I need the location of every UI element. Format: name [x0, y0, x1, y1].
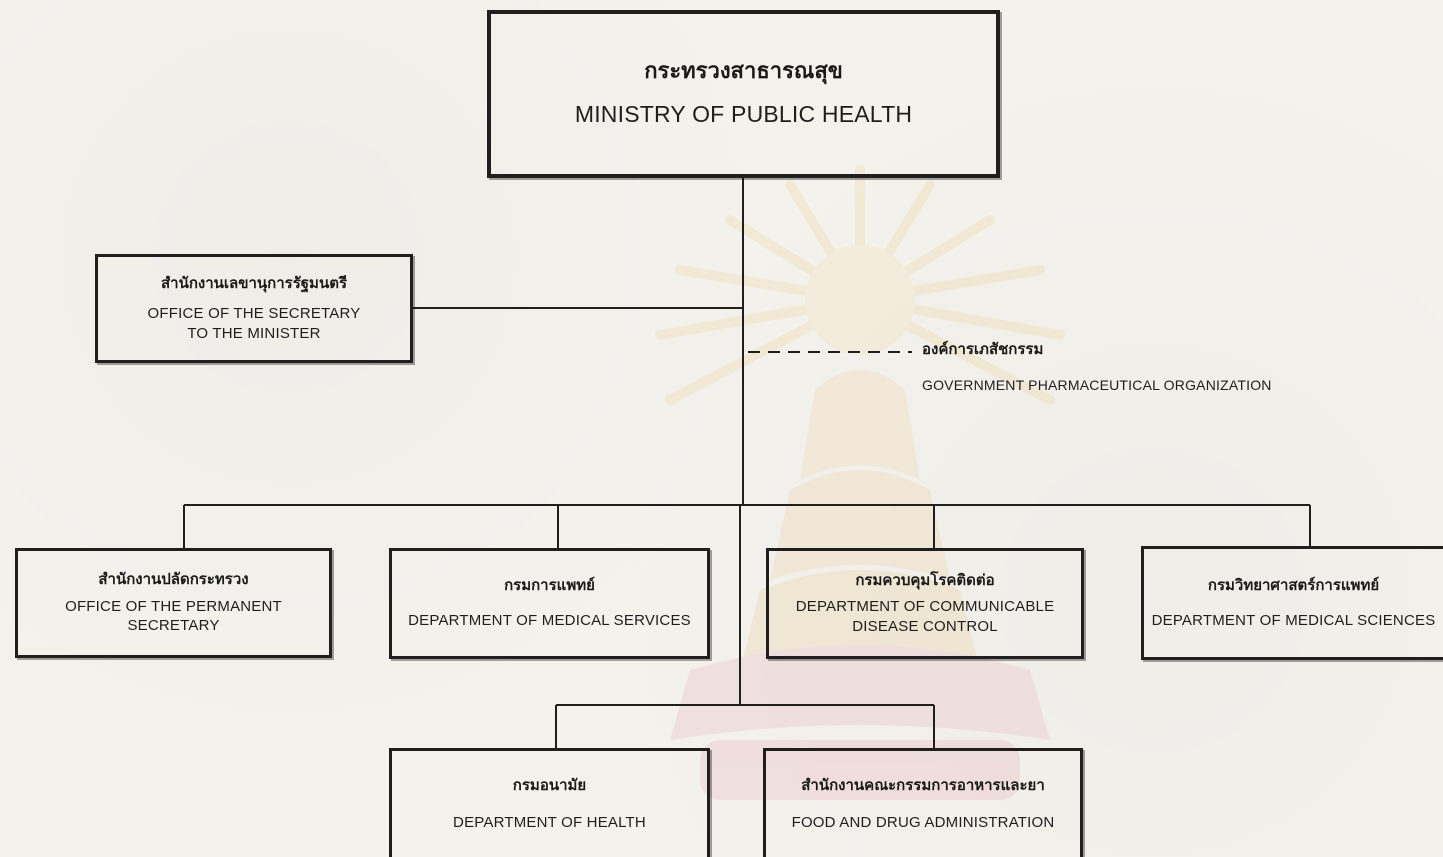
secretary-english-line2: TO THE MINISTER — [187, 324, 321, 342]
medical-sciences-box: กรมวิทยาศาสตร์การแพทย์ DEPARTMENT OF MED… — [1141, 546, 1443, 660]
permanent-secretary-english-line2: SECRETARY — [127, 617, 220, 635]
communicable-disease-english-line2: DISEASE CONTROL — [852, 617, 998, 635]
secretary-office-box: สำนักงานเลขานุการรัฐมนตรี OFFICE OF THE … — [95, 254, 413, 363]
fda-box: สำนักงานคณะกรรมการอาหารและยา FOOD AND DR… — [763, 748, 1083, 857]
gpo-english-label: GOVERNMENT PHARMACEUTICAL ORGANIZATION — [922, 376, 1272, 393]
permanent-secretary-english-line1: OFFICE OF THE PERMANENT — [65, 597, 282, 615]
seal-watermark — [655, 165, 1065, 800]
communicable-disease-thai-label: กรมควบคุมโรคติดต่อ — [855, 570, 995, 589]
medical-sciences-english-label: DEPARTMENT OF MEDICAL SCIENCES — [1151, 611, 1436, 629]
health-department-english-label: DEPARTMENT OF HEALTH — [453, 813, 646, 831]
health-department-box: กรมอนามัย DEPARTMENT OF HEALTH — [389, 748, 710, 857]
communicable-disease-box: กรมควบคุมโรคติดต่อ DEPARTMENT OF COMMUNI… — [766, 548, 1084, 659]
medical-services-english-label: DEPARTMENT OF MEDICAL SERVICES — [408, 612, 691, 630]
ministry-box: กระทรวงสาธารณสุข MINISTRY OF PUBLIC HEAL… — [487, 10, 1000, 178]
communicable-disease-english-line1: DEPARTMENT OF COMMUNICABLE — [795, 598, 1055, 616]
ministry-thai-label: กระทรวงสาธารณสุข — [644, 59, 843, 85]
health-department-thai-label: กรมอนามัย — [512, 775, 587, 794]
medical-services-thai-label: กรมการแพทย์ — [504, 576, 595, 595]
medical-sciences-thai-label: กรมวิทยาศาสตร์การแพทย์ — [1207, 575, 1380, 594]
secretary-thai-label: สำนักงานเลขานุการรัฐมนตรี — [161, 273, 347, 292]
ministry-english-label: MINISTRY OF PUBLIC HEALTH — [574, 100, 913, 127]
permanent-secretary-box: สำนักงานปลัดกระทรวง OFFICE OF THE PERMAN… — [15, 548, 332, 658]
gpo-label: องค์การเภสัชกรรม GOVERNMENT PHARMACEUTIC… — [922, 340, 1272, 394]
fda-thai-label: สำนักงานคณะกรรมการอาหารและยา — [801, 775, 1045, 794]
permanent-secretary-thai-label: สำนักงานปลัดกระทรวง — [98, 570, 249, 589]
medical-services-box: กรมการแพทย์ DEPARTMENT OF MEDICAL SERVIC… — [389, 548, 710, 659]
secretary-english-line1: OFFICE OF THE SECRETARY — [147, 305, 361, 323]
fda-english-label: FOOD AND DRUG ADMINISTRATION — [791, 813, 1055, 831]
gpo-thai-label: องค์การเภสัชกรรม — [922, 340, 1044, 358]
